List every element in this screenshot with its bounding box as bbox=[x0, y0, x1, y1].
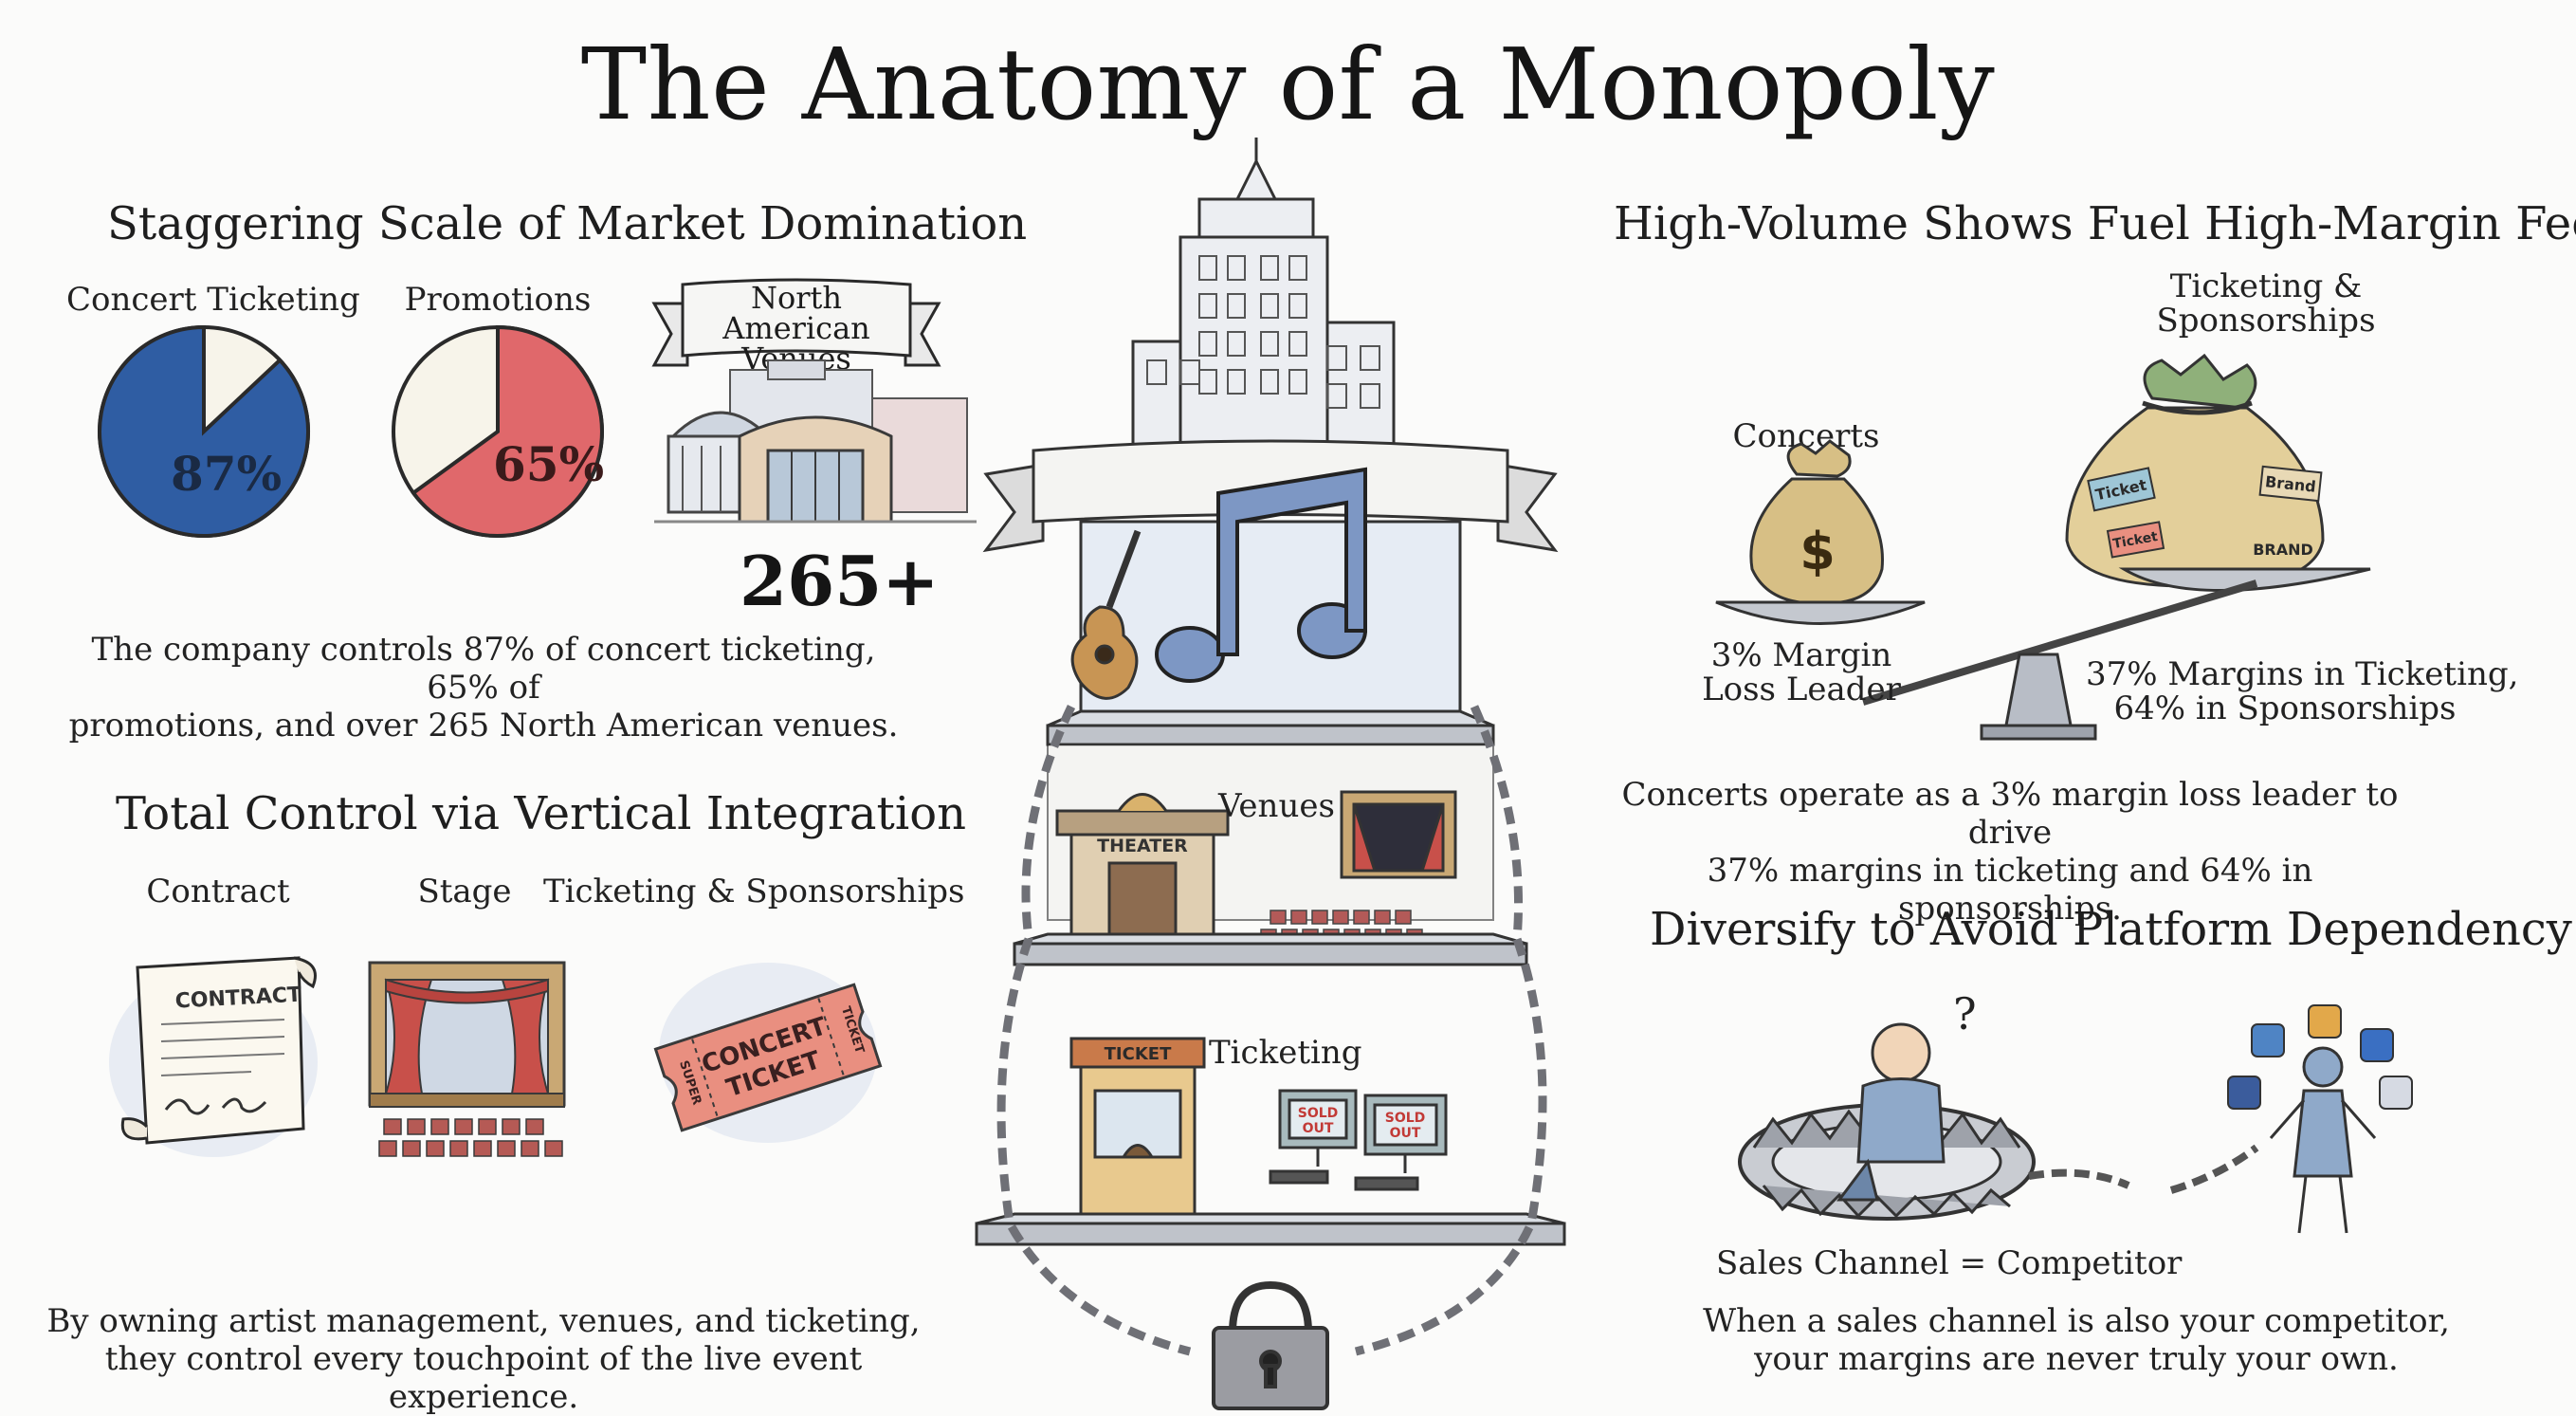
venues-level-label: Venues bbox=[1218, 787, 1335, 825]
free-person bbox=[2269, 1046, 2377, 1234]
question-mark-icon: ? bbox=[1953, 988, 1977, 1039]
sponsorship-margins: 37% Margins in Ticketing, 64% in Sponsor… bbox=[2086, 655, 2519, 727]
diversify-summary: When a sales channel is also your compet… bbox=[1703, 1302, 2450, 1378]
bag-tag-brand-2: BRAND bbox=[2253, 541, 2313, 559]
fees-summary: Concerts operate as a 3% margin loss lea… bbox=[1621, 776, 2399, 928]
venues-count: 265+ bbox=[740, 541, 940, 621]
sold-out-text-3: SOLD bbox=[1385, 1111, 1426, 1126]
contract-scroll-illustration: CONTRACT bbox=[109, 956, 318, 1157]
ticketing-pie-label: Concert Ticketing bbox=[66, 281, 360, 319]
monopoly-tower-illustration: THEATER TICKET SOLD OUT SOLD OUT bbox=[975, 138, 1566, 1410]
theater-sign: THEATER bbox=[1097, 836, 1188, 856]
sold-out-text-4: OUT bbox=[1390, 1126, 1421, 1141]
diversify-heading: Diversify to Avoid Platform Dependency bbox=[1650, 903, 2572, 956]
fees-heading: High-Volume Shows Fuel High-Margin Fees bbox=[1614, 197, 2576, 250]
monitor-2 bbox=[1354, 1094, 1448, 1191]
ticketing-pie-slice bbox=[98, 324, 310, 538]
dollar-sign-icon: $ bbox=[1800, 522, 1836, 581]
padlock-icon bbox=[1212, 1280, 1329, 1410]
bear-trap-illustration: ? bbox=[1738, 988, 2413, 1234]
ticket-booth-sign: TICKET bbox=[1105, 1044, 1172, 1064]
trapped-person bbox=[1836, 1022, 1946, 1202]
concert-ticket-illustration: CONCERT TICKET SUPER TICKET bbox=[653, 963, 883, 1143]
promotions-pie bbox=[392, 324, 604, 538]
scale-summary: The company controls 87% of concert tick… bbox=[68, 631, 899, 745]
paypal-icon bbox=[2360, 1028, 2394, 1062]
ticket-booth bbox=[1069, 1037, 1206, 1216]
chains bbox=[996, 705, 1547, 1356]
balance-scale-illustration: Ticket Brand Ticket BRAND $ bbox=[1715, 353, 2371, 741]
stage-illustration bbox=[368, 961, 566, 1157]
twitter-icon bbox=[2251, 1023, 2285, 1057]
venues-banner bbox=[651, 278, 941, 367]
ticketing-pie bbox=[98, 324, 310, 538]
sponsorships-label: Ticketing & Sponsorships bbox=[2156, 267, 2376, 340]
venue-buildings-illustration bbox=[654, 359, 977, 524]
top-banner bbox=[982, 439, 1559, 553]
reddit-icon bbox=[2308, 1004, 2342, 1039]
integration-heading: Total Control via Vertical Integration bbox=[116, 787, 966, 840]
skyscrapers bbox=[1131, 138, 1396, 462]
app-icon bbox=[2379, 1076, 2413, 1110]
promotions-pie-slice bbox=[411, 324, 604, 538]
concerts-margin: 3% Margin Loss Leader bbox=[1702, 636, 1901, 708]
stage-label: Stage bbox=[417, 873, 512, 910]
promotions-pie-label: Promotions bbox=[404, 281, 592, 319]
contract-label: Contract bbox=[146, 873, 290, 910]
integration-summary: By owning artist management, venues, and… bbox=[46, 1302, 921, 1416]
theater-building bbox=[1055, 793, 1230, 936]
facebook-icon bbox=[2227, 1076, 2261, 1110]
mini-stage bbox=[1340, 790, 1457, 879]
ticketing-level-label: Ticketing bbox=[1209, 1034, 1362, 1072]
sold-out-text-2: OUT bbox=[1303, 1121, 1334, 1136]
ticketing-pie-value: 87% bbox=[171, 446, 283, 502]
ticketing-sponsorships-label: Ticketing & Sponsorships bbox=[543, 873, 965, 910]
social-platform-icons bbox=[2227, 1004, 2413, 1110]
sales-channel-caption: Sales Channel = Competitor bbox=[1716, 1244, 2183, 1282]
monitor-1 bbox=[1269, 1089, 1358, 1185]
music-note-icon bbox=[1155, 467, 1367, 683]
sold-out-text-1: SOLD bbox=[1298, 1106, 1339, 1121]
promotions-pie-value: 65% bbox=[493, 436, 605, 492]
guitar-icon bbox=[1070, 529, 1142, 700]
scale-heading: Staggering Scale of Market Domination bbox=[107, 197, 1028, 250]
page-title: The Anatomy of a Monopoly bbox=[580, 27, 1996, 142]
